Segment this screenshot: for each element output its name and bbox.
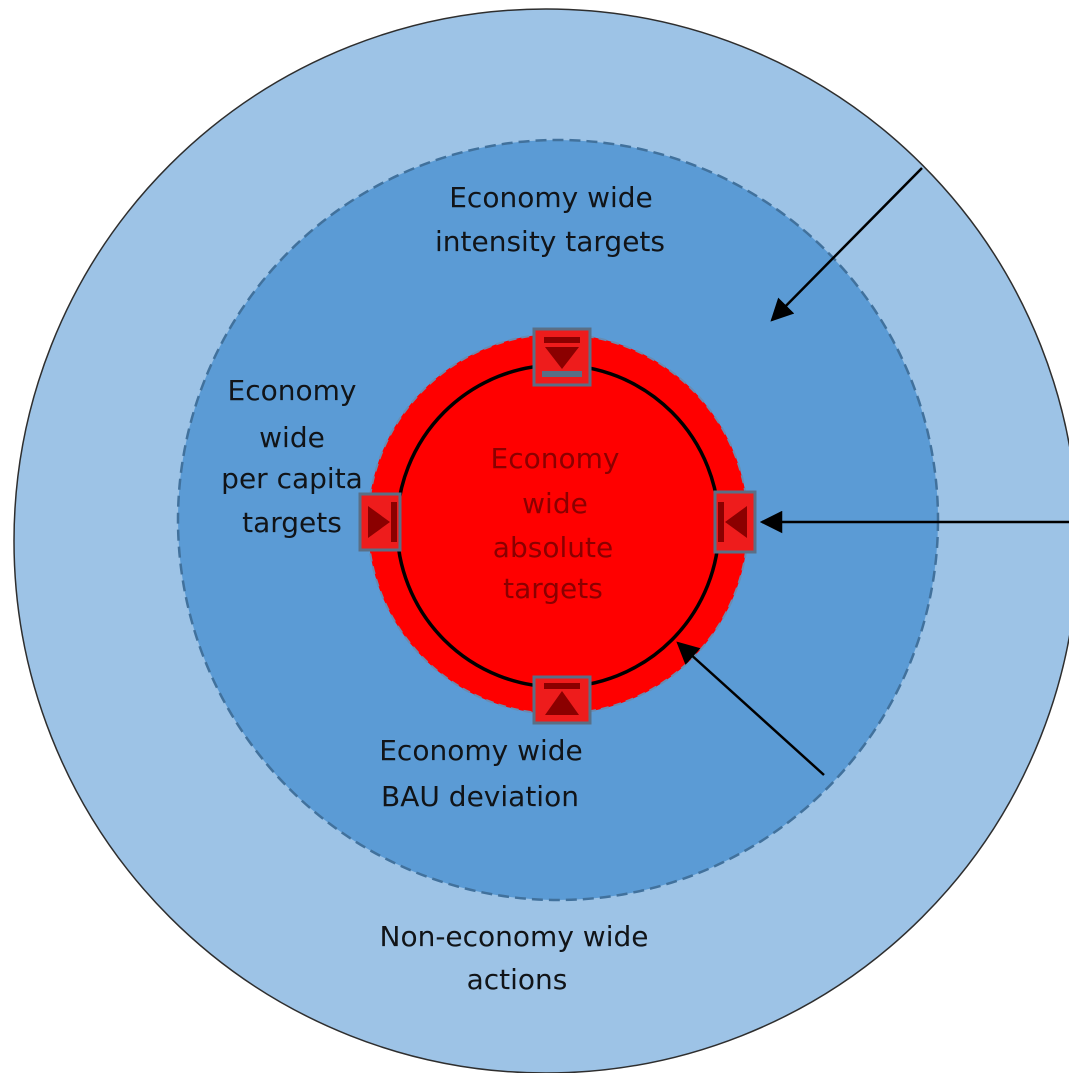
triangle-right-bar-icon: [368, 502, 397, 542]
per-capita-label-line4: targets: [242, 506, 342, 539]
per-capita-label-line2: wide: [259, 421, 325, 454]
inner-label-line1: Economy: [491, 442, 620, 475]
arrow-to-middle-ring: [770, 167, 923, 322]
per-capita-label-line3: per capita: [221, 462, 363, 495]
left-marker: [358, 492, 402, 552]
triangle-down-icon: [542, 337, 582, 377]
inner-label-line4: targets: [503, 572, 603, 605]
inner-label-line3: absolute: [493, 531, 613, 564]
triangle-up-icon: [544, 683, 580, 715]
middle-ring-label-line2: intensity targets: [435, 225, 665, 258]
middle-ring-label-line1: Economy wide: [449, 181, 653, 214]
per-capita-label-line1: Economy: [228, 374, 357, 407]
bottom-marker: [532, 675, 592, 725]
arrow-to-inner-ring: [676, 641, 825, 776]
inner-circle: [367, 333, 749, 715]
top-marker: [532, 327, 592, 387]
outer-label-line2: actions: [467, 963, 568, 996]
triangle-left-bar-icon: [718, 502, 747, 542]
bau-label-line1: Economy wide: [379, 734, 583, 767]
inner-label-line2: wide: [522, 487, 588, 520]
bau-label-line2: BAU deviation: [381, 780, 579, 813]
outer-label-line1: Non-economy wide: [380, 920, 649, 953]
right-marker: [713, 490, 757, 554]
